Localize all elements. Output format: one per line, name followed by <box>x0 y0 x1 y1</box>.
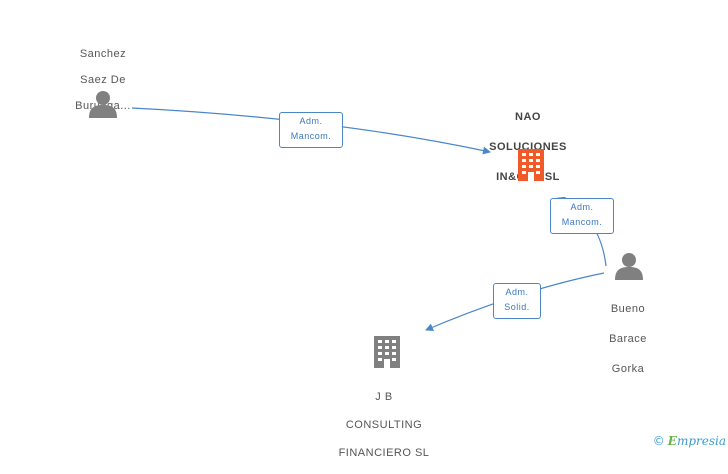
person-label-bueno: Bueno Barace Gorka <box>609 303 647 375</box>
empresia-logo: ©Empresia <box>652 434 726 448</box>
building-icon[interactable] <box>514 147 548 181</box>
company-label-jb: J B CONSULTING FINANCIERO SL <box>338 391 430 459</box>
building-icon[interactable] <box>370 334 404 368</box>
role-badge-bueno-nao[interactable]: Adm. Mancom. <box>550 198 614 234</box>
person-icon[interactable] <box>614 251 644 281</box>
person-label-sanchez: Sanchez Saez De Buruaga... <box>75 48 130 112</box>
person-icon[interactable] <box>88 89 118 119</box>
role-badge-sanchez-nao[interactable]: Adm. Mancom. <box>279 112 343 148</box>
diagram-canvas: Sanchez Saez De Buruaga... NAO SOLUCIONE… <box>75 48 726 459</box>
role-badge-bueno-jb[interactable]: Adm. Solid. <box>493 283 541 319</box>
